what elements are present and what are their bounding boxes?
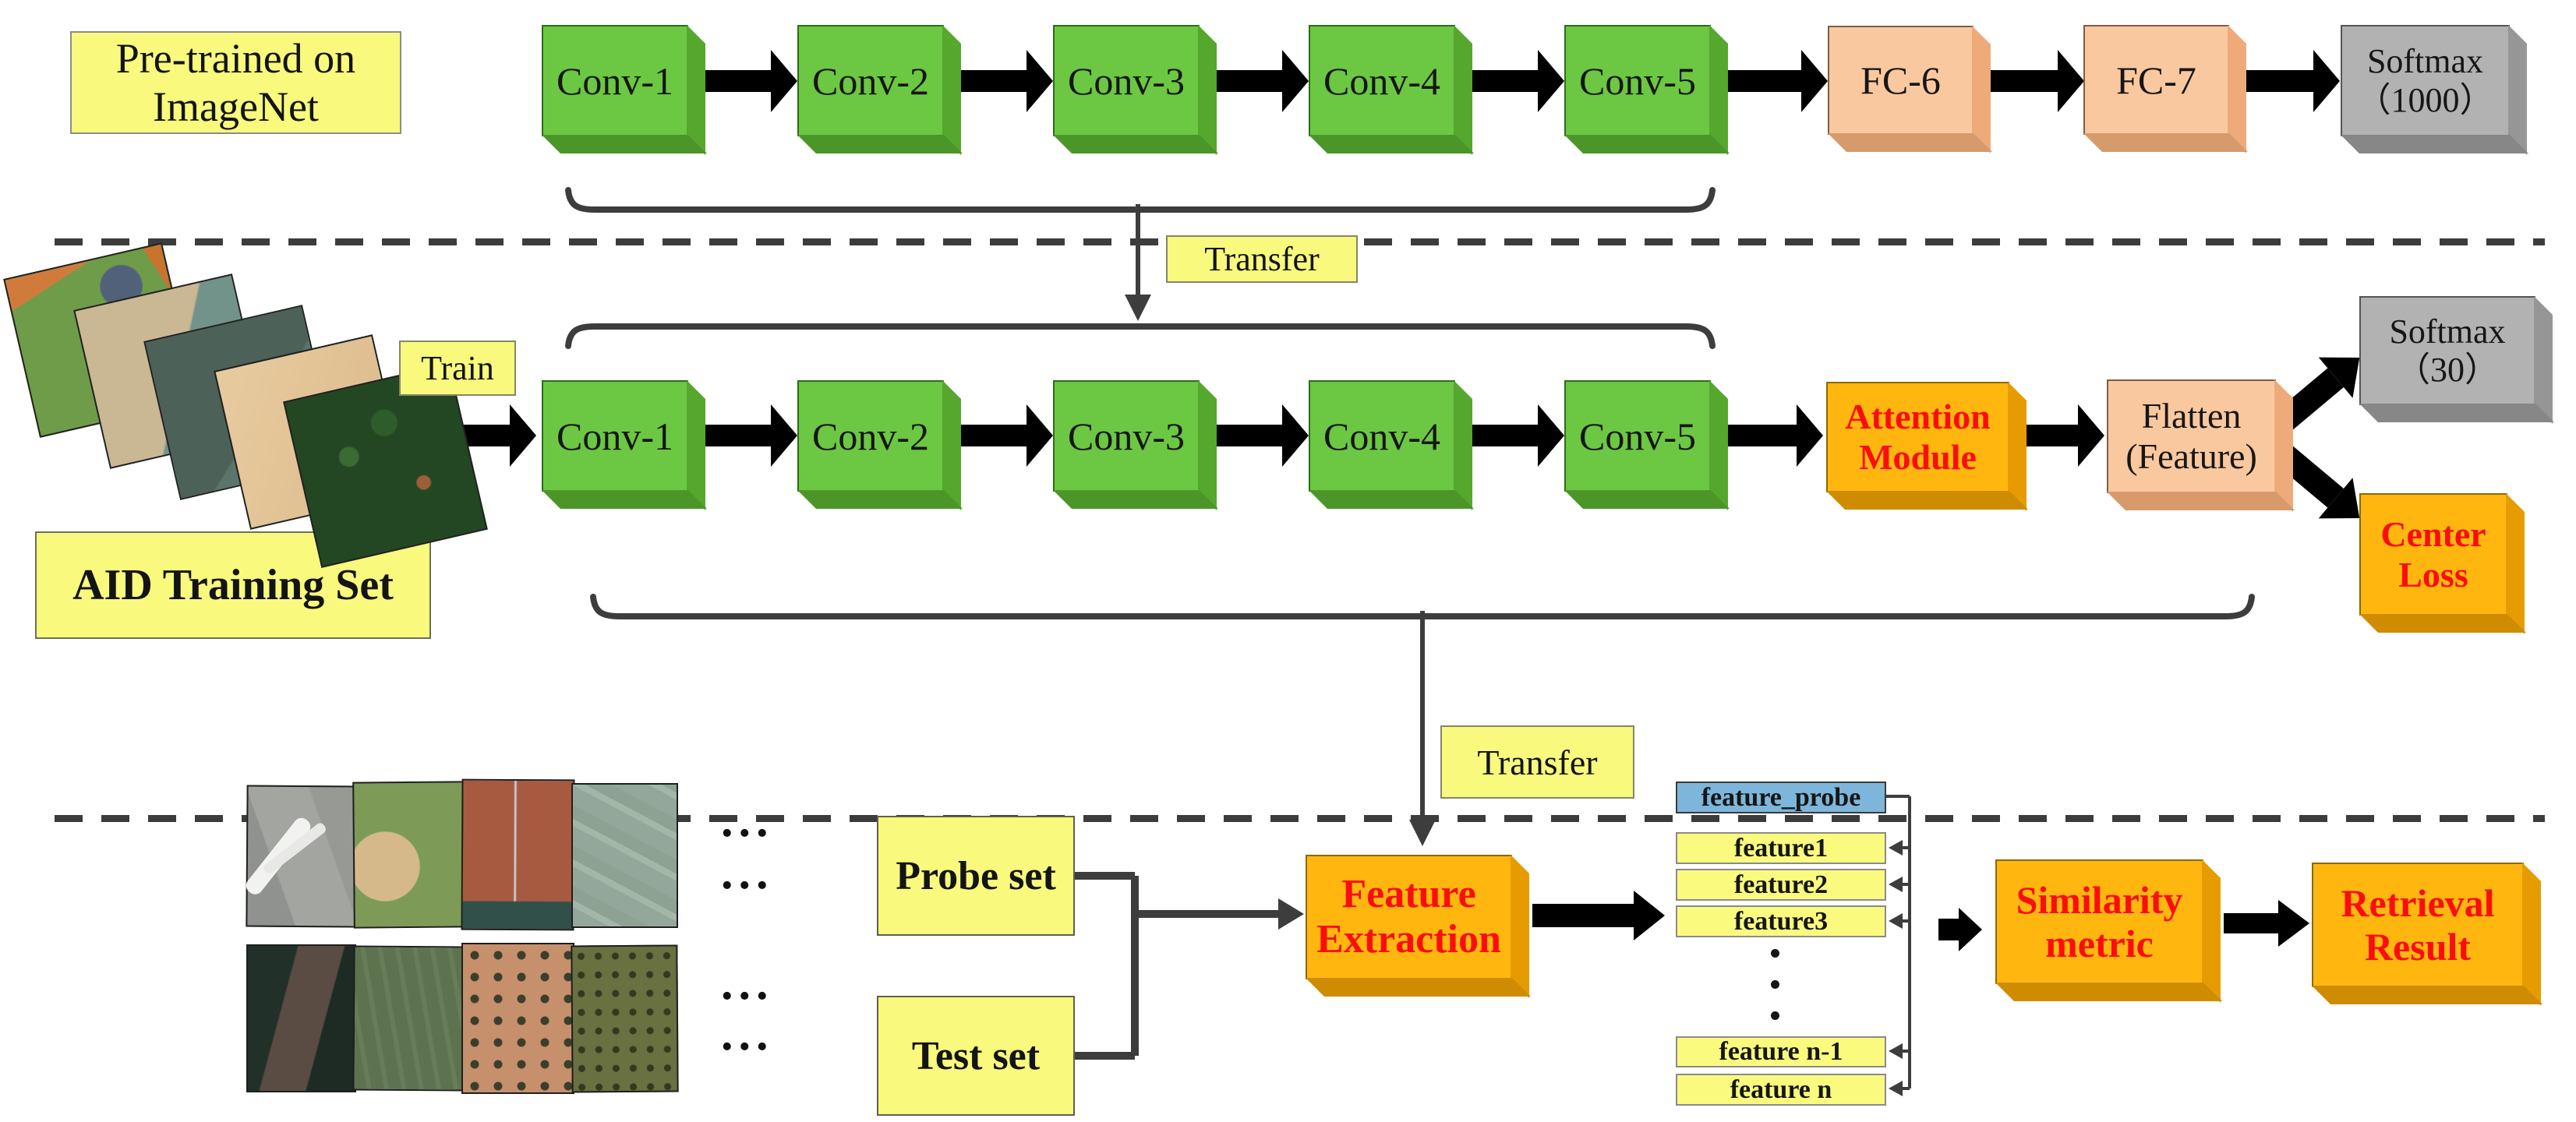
vertical-ellipsis-icon xyxy=(1771,949,1779,1020)
flatten-feature-box: Flatten (Feature) xyxy=(2107,379,2276,493)
mid-conv4-label: Conv-4 xyxy=(1323,414,1440,458)
feature3-box: feature3 xyxy=(1676,905,1886,937)
softmax-30-line2: （30） xyxy=(2396,351,2499,389)
softmax-30-box: Softmax （30） xyxy=(2359,296,2535,405)
feature-n-box: feature n xyxy=(1676,1074,1886,1106)
transfer-top-text: Transfer xyxy=(1204,240,1320,278)
top-conv1-label: Conv-1 xyxy=(557,58,673,103)
feature-extraction-box: Feature Extraction xyxy=(1306,855,1512,979)
softmax-1000-box: Softmax （1000） xyxy=(2341,25,2510,136)
ellipsis-row2-b: ... xyxy=(721,1007,774,1060)
train-text: Train xyxy=(421,349,494,387)
aid-training-set-label: AID Training Set xyxy=(35,531,431,639)
feature3-text: feature3 xyxy=(1733,906,1829,936)
top-conv1-box: Conv-1 xyxy=(542,25,688,136)
mid-conv4-box: Conv-4 xyxy=(1309,380,1455,492)
bracket-under-top-row xyxy=(565,187,1716,213)
mid-conv3-box: Conv-3 xyxy=(1053,380,1200,492)
pretrained-line1: Pre-trained on xyxy=(115,35,356,82)
mid-conv1-label: Conv-1 xyxy=(557,414,673,458)
mid-conv5-box: Conv-5 xyxy=(1564,380,1711,492)
fc7-box: FC-7 xyxy=(2083,25,2229,135)
attention-line1: Attention xyxy=(1845,397,1991,437)
attention-line2: Module xyxy=(1859,437,1977,477)
feature-probe-box: feature_probe xyxy=(1676,782,1886,813)
top-conv5-label: Conv-5 xyxy=(1579,58,1696,103)
test-image-farmland xyxy=(352,945,465,1092)
transfer-bottom-arrow xyxy=(1420,611,1425,820)
feature-extraction-line2: Extraction xyxy=(1316,917,1501,961)
mid-conv2-box: Conv-2 xyxy=(797,380,944,492)
fc6-box: FC-6 xyxy=(1828,26,1974,135)
probe-set-text: Probe set xyxy=(896,853,1056,898)
test-image-courts xyxy=(461,778,575,931)
center-loss-line2: Loss xyxy=(2398,554,2468,595)
top-conv2-box: Conv-2 xyxy=(797,25,944,136)
softmax-1000-line2: （1000） xyxy=(2356,80,2494,119)
ellipsis-row1-b: ... xyxy=(721,846,774,899)
flatten-line2: (Feature) xyxy=(2125,436,2257,476)
top-conv2-label: Conv-2 xyxy=(812,58,929,103)
feature-n1-text: feature n-1 xyxy=(1719,1037,1843,1066)
mid-conv3-label: Conv-3 xyxy=(1068,414,1185,458)
mid-conv1-box: Conv-1 xyxy=(542,380,688,492)
softmax-30-line1: Softmax xyxy=(2389,312,2506,351)
mid-conv5-label: Conv-5 xyxy=(1579,414,1696,458)
transfer-top-arrow xyxy=(1136,204,1140,295)
ellipsis-row2-a: ... xyxy=(721,957,774,1010)
transfer-bottom-text: Transfer xyxy=(1477,742,1598,782)
feature2-text: feature2 xyxy=(1733,870,1829,899)
feature-n1-box: feature n-1 xyxy=(1676,1036,1886,1067)
feature-n-text: feature n xyxy=(1730,1074,1832,1104)
center-loss-line1: Center xyxy=(2380,513,2486,554)
test-image-sea-waves xyxy=(571,783,678,928)
aid-training-set-text: AID Training Set xyxy=(72,561,394,609)
test-image-highway xyxy=(246,944,356,1092)
probe-set-label: Probe set xyxy=(877,816,1075,936)
test-set-label: Test set xyxy=(877,996,1075,1116)
arrow-fe-featurelist xyxy=(1532,904,1634,927)
test-image-sparse-shrubs xyxy=(461,943,574,1094)
transfer-bottom-label: Transfer xyxy=(1440,725,1634,799)
pretrained-imagenet-label: Pre-trained on ImageNet xyxy=(70,31,401,134)
similarity-line1: Similarity xyxy=(2016,878,2183,922)
top-conv3-box: Conv-3 xyxy=(1053,25,1200,136)
section-divider-bottom xyxy=(55,815,2545,822)
retrieval-line1: Retrieval xyxy=(2341,881,2495,925)
feature-compare-connector xyxy=(1886,795,1911,1096)
feature2-box: feature2 xyxy=(1676,869,1886,901)
flatten-line1: Flatten xyxy=(2141,396,2242,436)
top-conv5-box: Conv-5 xyxy=(1564,25,1711,136)
test-image-baseball-field xyxy=(352,781,465,929)
ellipsis-row1-a: ... xyxy=(721,794,774,847)
mid-conv2-label: Conv-2 xyxy=(812,414,929,458)
fc7-label: FC-7 xyxy=(2116,58,2196,102)
feature-extraction-line1: Feature xyxy=(1341,871,1476,916)
arrow-similarity-retrieval xyxy=(2224,913,2278,933)
top-conv4-label: Conv-4 xyxy=(1323,58,1440,103)
feature-probe-text: feature_probe xyxy=(1701,782,1861,812)
top-conv3-label: Conv-3 xyxy=(1068,58,1185,103)
test-image-orchard xyxy=(571,944,679,1093)
test-image-airplane xyxy=(246,785,357,928)
retrieval-line2: Result xyxy=(2364,925,2472,969)
arrow-featurelist-similarity xyxy=(1938,919,1959,940)
retrieval-result-box: Retrieval Result xyxy=(2312,863,2524,987)
attention-module-box: Attention Module xyxy=(1826,382,2009,492)
similarity-metric-box: Similarity metric xyxy=(1995,859,2203,984)
bracket-above-middle-row xyxy=(565,323,1716,349)
softmax-1000-line1: Softmax xyxy=(2366,42,2484,81)
center-loss-box: Center Loss xyxy=(2359,493,2507,616)
test-set-text: Test set xyxy=(911,1033,1041,1078)
train-label: Train xyxy=(399,340,516,396)
similarity-line2: metric xyxy=(2045,922,2154,965)
feature1-box: feature1 xyxy=(1676,832,1886,864)
fc6-label: FC-6 xyxy=(1860,58,1941,102)
transfer-top-label: Transfer xyxy=(1166,235,1358,283)
pretrained-line2: ImageNet xyxy=(153,83,319,130)
probe-test-connector xyxy=(1075,872,1304,1060)
feature1-text: feature1 xyxy=(1733,833,1829,863)
top-conv4-box: Conv-4 xyxy=(1309,25,1455,136)
